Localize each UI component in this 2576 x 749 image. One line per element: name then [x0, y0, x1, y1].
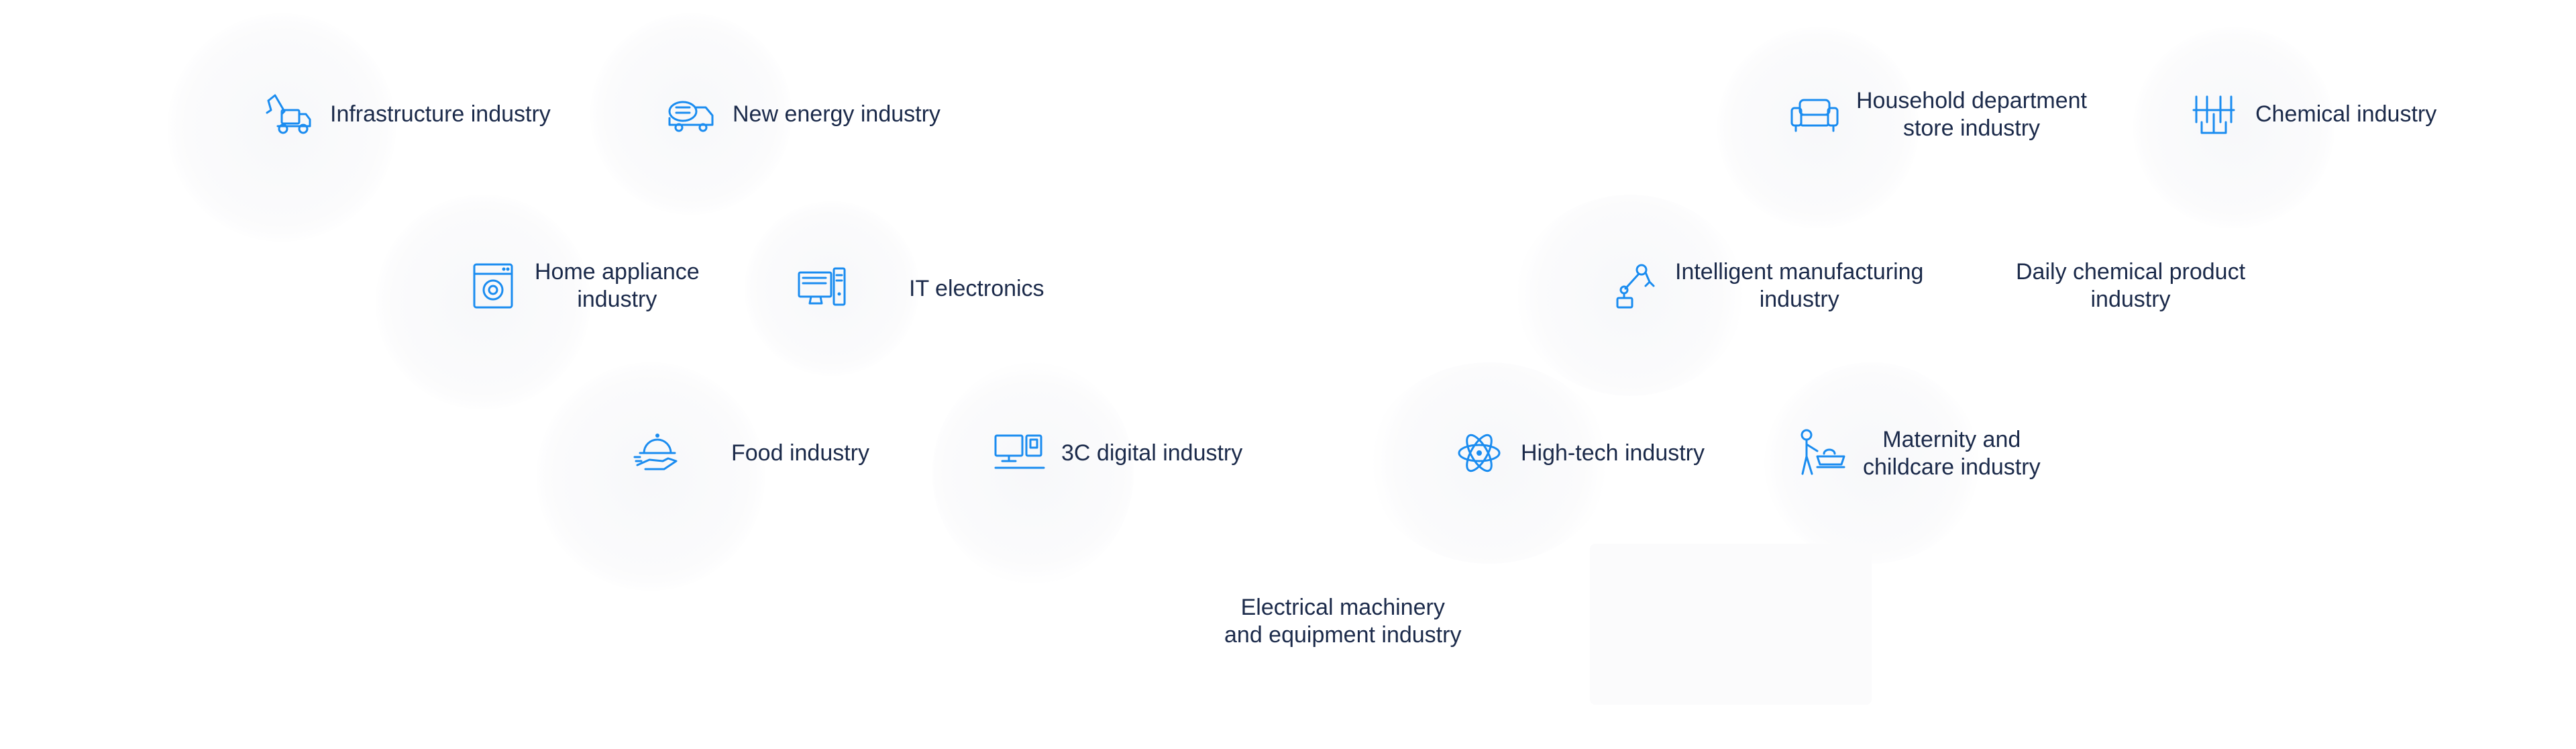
background-panel	[1590, 544, 1872, 705]
background-circle	[2133, 27, 2334, 228]
industry-label: Daily chemical product industry	[2016, 259, 2246, 312]
sofa-icon	[1788, 88, 1841, 142]
industry-label: High-tech industry	[1521, 440, 1705, 466]
atom-icon	[1452, 426, 1506, 480]
industry-infrastructure[interactable]: Infrastructure industry	[262, 87, 551, 141]
background-circle	[932, 362, 1134, 584]
industry-label: New energy industry	[733, 101, 941, 127]
industry-maternity-childcare[interactable]: Maternity and childcare industry	[1794, 426, 2041, 481]
background-circle	[590, 13, 792, 215]
digital-devices-icon	[993, 426, 1046, 480]
industry-label: IT electronics	[909, 275, 1044, 301]
industry-home-appliance[interactable]: Home appliance industry	[466, 258, 700, 313]
industry-label: 3C digital industry	[1061, 440, 1243, 466]
background-circle	[1516, 195, 1744, 396]
background-circle	[1764, 362, 1979, 564]
industry-household-department-store[interactable]: Household department store industry	[1788, 87, 2087, 142]
industry-3c-digital[interactable]: 3C digital industry	[993, 426, 1242, 480]
industry-label: Food industry	[731, 440, 869, 466]
industry-daily-chemical-product[interactable]: Daily chemical product industry	[2016, 258, 2245, 313]
industry-chemical[interactable]: Chemical industry	[2187, 87, 2436, 141]
industry-electrical-machinery[interactable]: Electrical machinery and equipment indus…	[1224, 594, 1461, 649]
energy-truck-icon	[664, 87, 718, 141]
baby-stroller-icon	[1794, 427, 1848, 481]
background-circle	[376, 195, 590, 409]
industry-food[interactable]: Food industry	[631, 426, 869, 480]
industry-label: Household department store industry	[1856, 88, 2088, 141]
test-tubes-icon	[2187, 87, 2241, 141]
washing-machine-icon	[466, 259, 520, 313]
industry-label: Chemical industry	[2255, 101, 2437, 127]
background-circle	[168, 13, 396, 242]
industry-label: Maternity and childcare industry	[1863, 427, 2041, 480]
industry-label: Intelligent manufacturing industry	[1675, 259, 1924, 312]
industry-new-energy[interactable]: New energy industry	[664, 87, 941, 141]
background-circle	[537, 362, 765, 591]
industry-label: Electrical machinery and equipment indus…	[1224, 595, 1462, 648]
industry-high-tech[interactable]: High-tech industry	[1452, 426, 1705, 480]
robot-arm-icon	[1607, 259, 1660, 313]
industry-label: Infrastructure industry	[330, 101, 551, 127]
food-cloche-icon	[631, 426, 684, 480]
desktop-computer-icon	[795, 262, 849, 315]
industry-intelligent-manufacturing[interactable]: Intelligent manufacturing industry	[1607, 258, 1923, 313]
industry-label: Home appliance industry	[535, 259, 700, 312]
background-circle	[1717, 27, 1919, 228]
background-circle	[1368, 362, 1610, 564]
industry-it-electronics[interactable]: IT electronics	[795, 262, 1044, 315]
excavator-icon	[262, 87, 315, 141]
